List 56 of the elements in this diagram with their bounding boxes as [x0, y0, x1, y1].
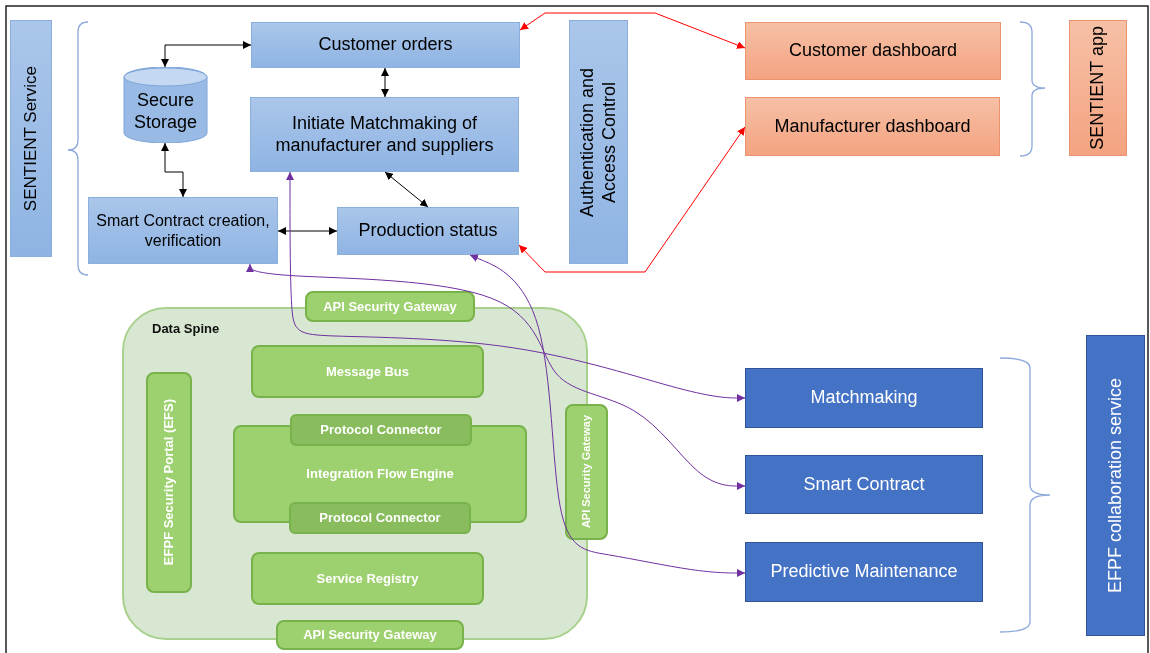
dashboard-label: SENTIENT app	[1087, 26, 1109, 150]
process-label: Production status	[358, 220, 498, 242]
arrow	[277, 227, 338, 235]
component-box	[565, 404, 608, 540]
process-label: Authentication and Access Control	[576, 66, 620, 219]
component-label: API Security Gateway	[323, 298, 457, 315]
arrow	[381, 67, 389, 98]
dashboard-box	[745, 97, 1000, 156]
process-box	[250, 97, 519, 172]
arrow	[286, 171, 746, 402]
connector-label: Protocol Connector	[319, 510, 441, 526]
service-box	[745, 368, 983, 428]
component-label: Message Bus	[325, 363, 410, 380]
component-box	[276, 620, 464, 650]
process-label: Smart Contract creation, verification	[95, 211, 271, 250]
connector-box	[290, 414, 472, 446]
process-box	[251, 22, 520, 68]
arrow	[161, 142, 187, 198]
process-box	[337, 207, 519, 255]
component-box	[146, 372, 192, 593]
dashboard-box	[745, 22, 1001, 80]
service-label: Predictive Maintenance	[770, 561, 958, 583]
arrow	[384, 171, 429, 208]
dashboard-box	[1069, 20, 1127, 156]
process-box	[569, 20, 628, 264]
component-box	[251, 345, 484, 398]
arrow	[161, 41, 252, 68]
component-label: EFPF Security Portal (EFS)	[161, 399, 177, 566]
arrow	[469, 254, 746, 577]
service-box	[1086, 335, 1145, 636]
component-box	[251, 552, 484, 605]
arrow	[246, 263, 746, 490]
service-label: EFPF collaboration service	[1104, 377, 1126, 594]
component-label: Integration Flow Engine	[306, 466, 454, 482]
process-box	[88, 197, 278, 264]
container-heading: Data Spine	[152, 321, 220, 337]
connector-label: Protocol Connector	[320, 422, 442, 438]
service-label: Matchmaking	[810, 387, 918, 409]
arrow	[518, 126, 746, 273]
storage-cylinder	[123, 67, 208, 143]
storage-label: Secure Storage	[132, 90, 198, 134]
service-box	[745, 542, 983, 602]
component-label: API Security Gateway	[303, 627, 437, 643]
process-label: Initiate Matchmaking of manufacturer and suppliers	[274, 112, 495, 157]
component-box	[305, 291, 475, 322]
process-label: Customer orders	[318, 34, 453, 56]
component-label: API Security Gateway	[579, 415, 593, 529]
arrow	[519, 12, 746, 49]
service-box	[745, 455, 983, 514]
dashboard-label: Manufacturer dashboard	[774, 115, 971, 138]
process-box	[10, 20, 52, 257]
process-label: SENTIENT Service	[20, 65, 41, 212]
dashboard-label: Customer dashboard	[788, 40, 958, 62]
connector-box	[289, 502, 471, 534]
component-label: Service Registry	[316, 570, 419, 587]
service-label: Smart Contract	[803, 473, 925, 496]
